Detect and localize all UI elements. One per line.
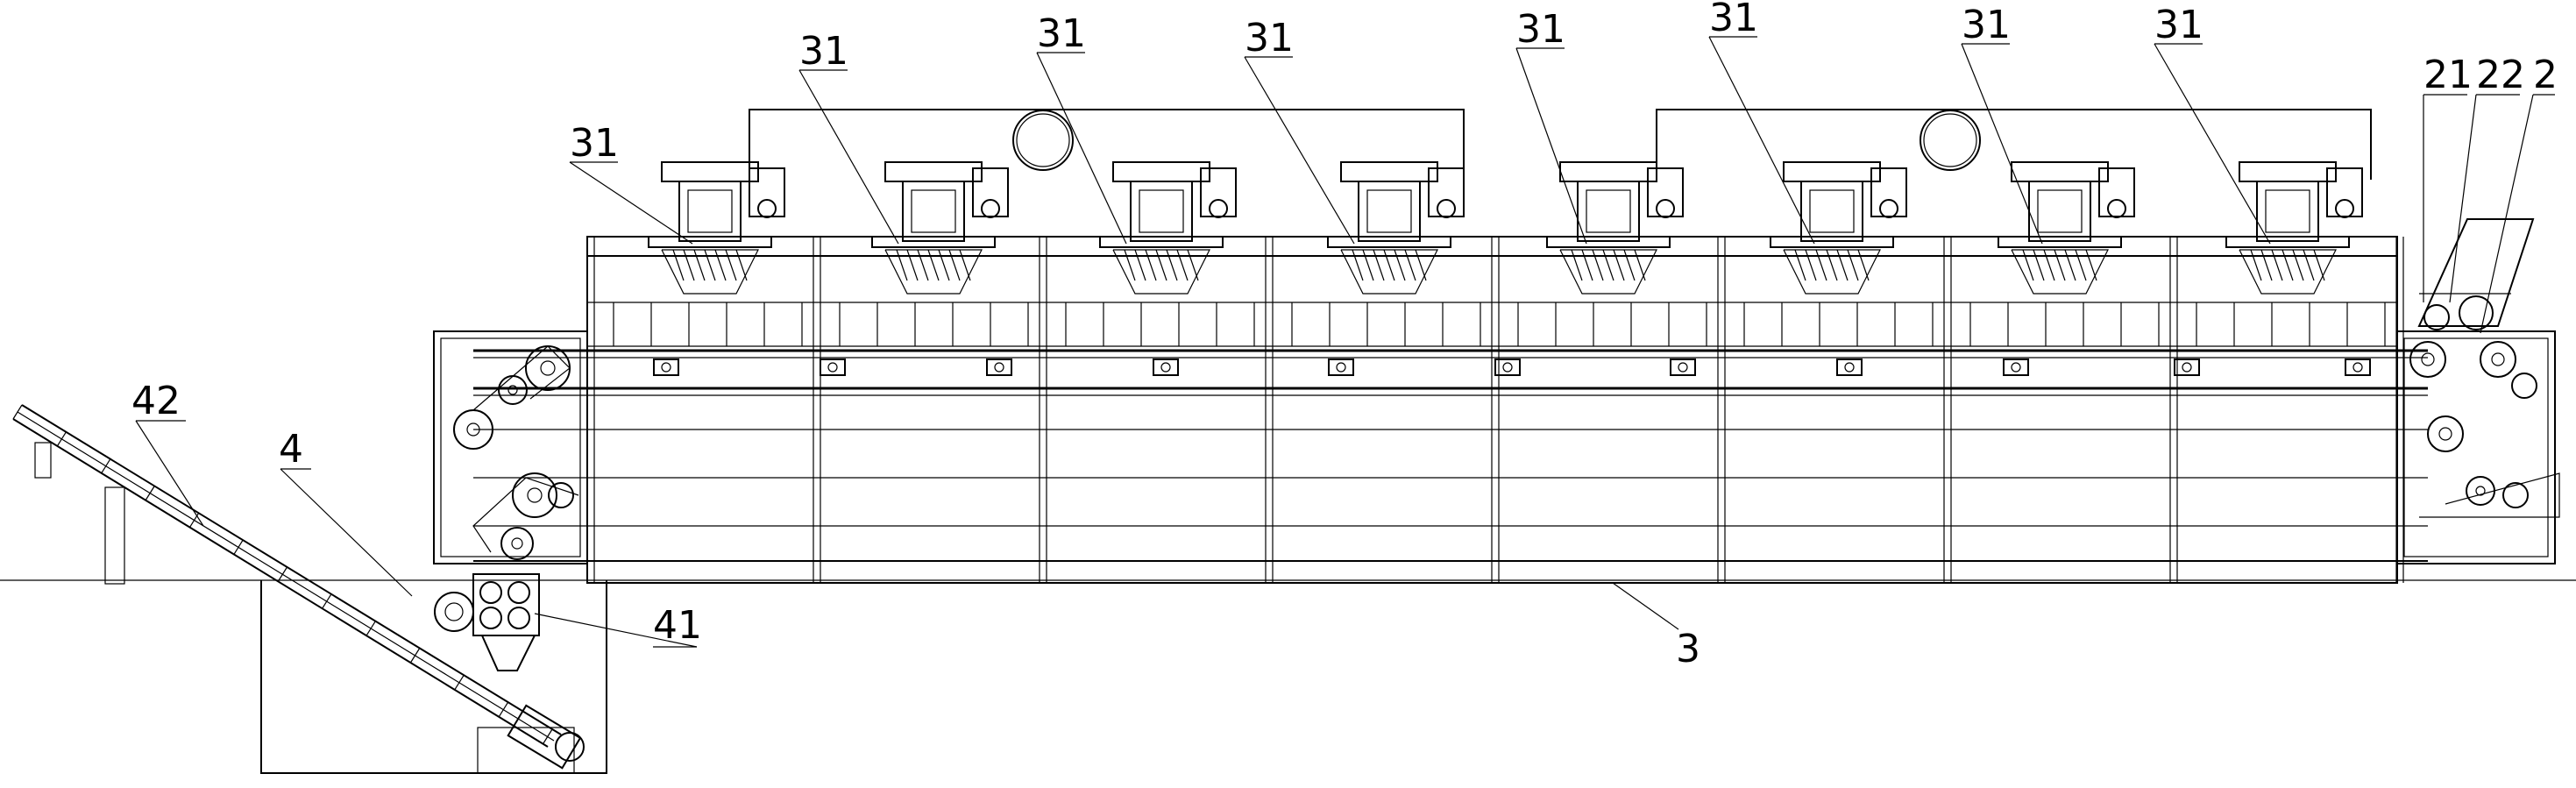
right-end-housing [2396, 330, 2556, 564]
callout-label: 31 [1709, 0, 1758, 40]
inclined-conveyor [12, 404, 585, 770]
callout-label: 31 [1245, 16, 1294, 60]
fan-unit [1770, 161, 1907, 295]
callout-fan-1: 31 [569, 121, 693, 245]
fan-unit [871, 161, 1009, 295]
callout-label: 31 [1516, 7, 1565, 52]
callout-label: 42 [131, 379, 181, 423]
conveyor-support [34, 442, 125, 585]
callout-fan-3: 31 [1036, 11, 1127, 245]
feed-hopper [2417, 218, 2535, 330]
callout-label: 22 [2476, 53, 2525, 97]
callout-label: 31 [1962, 3, 2011, 47]
fan-unit [648, 161, 785, 295]
callout-fan-8: 31 [2154, 3, 2271, 245]
callout-fan-2: 31 [798, 29, 899, 245]
callout-label: 31 [1037, 11, 1086, 56]
fan-unit [1998, 161, 2135, 295]
crusher-41 [434, 573, 540, 671]
left-end-housing [433, 330, 588, 564]
callout-fan-6: 31 [1708, 0, 1815, 245]
dryer-body [473, 236, 2428, 584]
callout-label: 3 [1676, 627, 1700, 671]
right-drive-assembly [2409, 341, 2560, 518]
conveyor-idlers [653, 359, 2371, 376]
pit [260, 580, 607, 774]
fan-unit [1099, 161, 1237, 295]
fan-unit [2225, 161, 2363, 295]
left-drive-assembly [453, 345, 579, 560]
callout-21: 21 [2423, 53, 2473, 302]
callout-22: 22 [2449, 53, 2525, 303]
callout-label: 2 [2533, 53, 2558, 97]
callout-fan-5: 31 [1515, 7, 1587, 245]
callout-label: 31 [799, 29, 848, 74]
fan-unit [1546, 161, 1684, 295]
callout-fan-4: 31 [1244, 16, 1355, 245]
callout-4: 4 [279, 427, 413, 597]
callout-label: 4 [279, 427, 303, 472]
callout-label: 31 [570, 121, 619, 166]
callout-2: 2 [2480, 53, 2558, 334]
callout-41: 41 [534, 603, 702, 648]
callout-3: 3 [1612, 582, 1700, 671]
callout-label: 21 [2423, 53, 2473, 97]
top-duct-right [1656, 109, 2372, 180]
callout-label: 41 [653, 603, 702, 648]
top-duct-left [749, 109, 1465, 180]
fan-units [648, 161, 2363, 295]
fan-unit [1327, 161, 1465, 295]
frame-studs [586, 237, 2404, 583]
callout-42: 42 [131, 379, 204, 527]
callout-label: 31 [2154, 3, 2203, 47]
callout-fan-7: 31 [1961, 3, 2043, 245]
